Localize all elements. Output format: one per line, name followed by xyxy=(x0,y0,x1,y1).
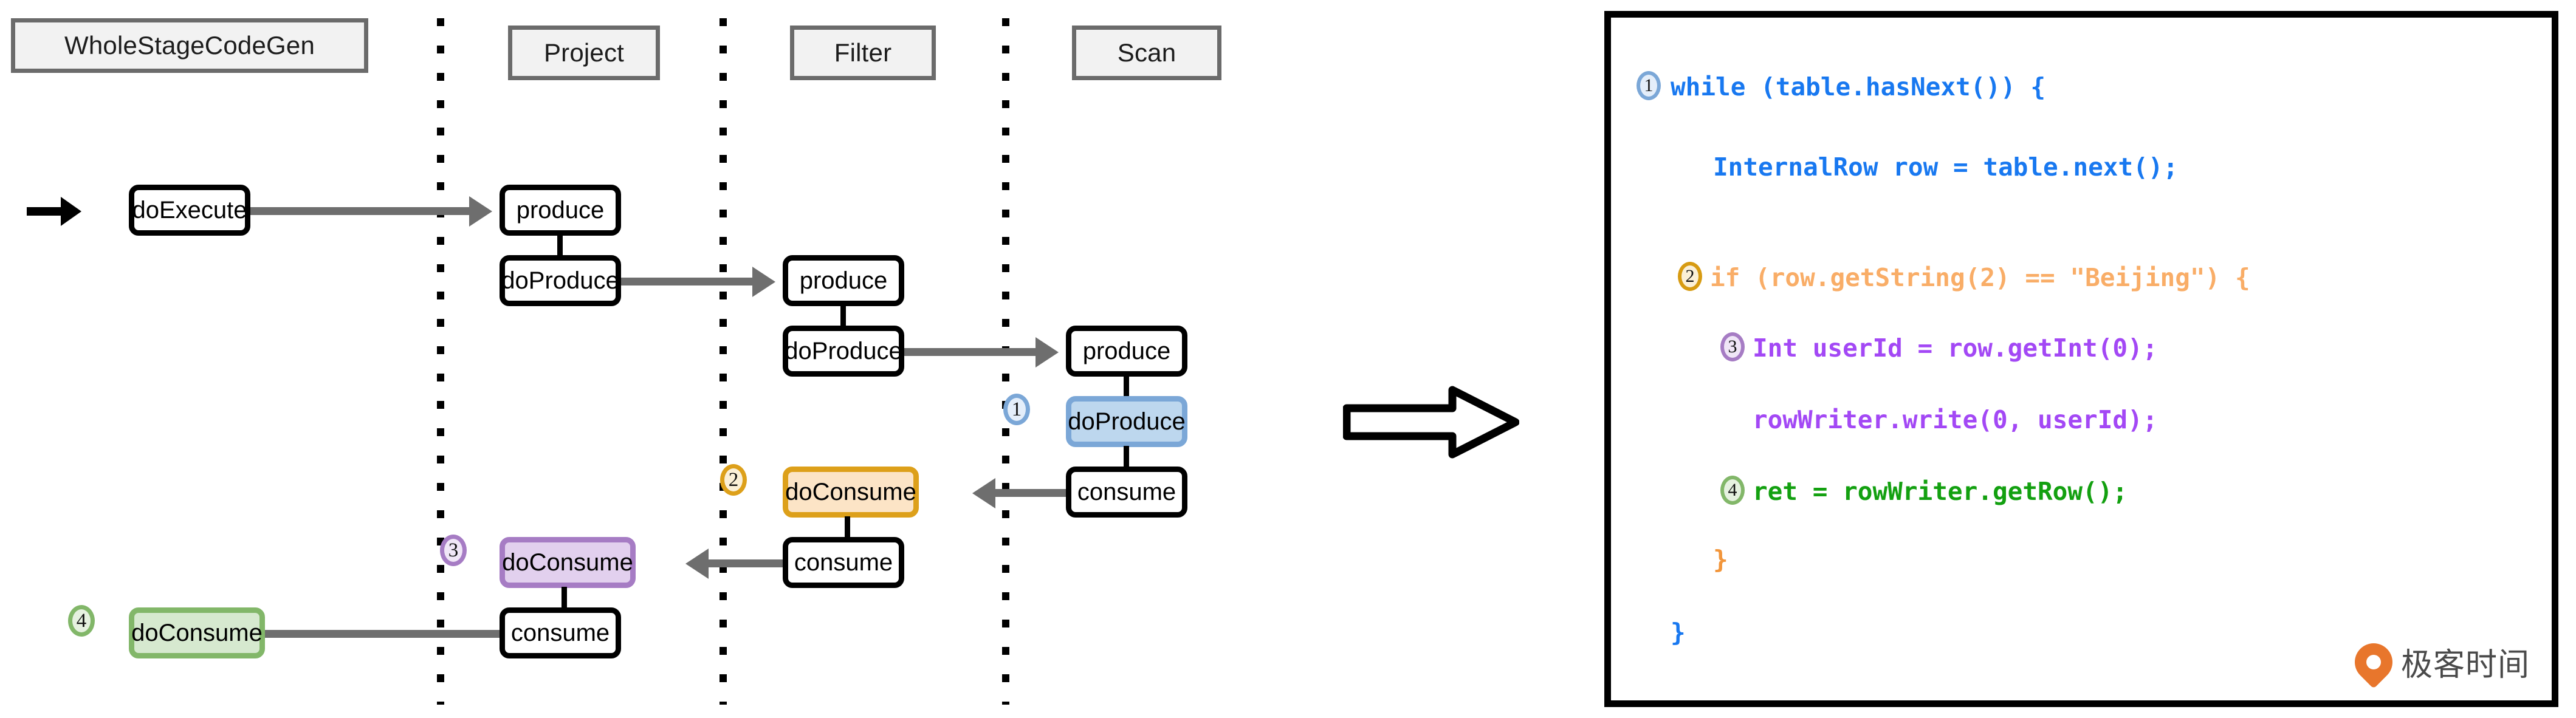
link-project-doconsume-consume xyxy=(562,587,567,609)
marker-4: 4 xyxy=(68,605,95,637)
link-filter-doconsume-consume xyxy=(845,516,850,538)
marker-label: 3 xyxy=(448,539,459,561)
entry-arrow-shaft xyxy=(27,207,62,216)
geektime-logo-text: 极客时间 xyxy=(2400,647,2530,683)
node-doexecute[interactable]: doExecute xyxy=(129,185,250,236)
node-label: consume xyxy=(510,619,610,646)
node-label: produce xyxy=(1082,337,1171,364)
arrow-project-doproduce-to-filter-produce-shaft xyxy=(621,278,752,285)
node-project-consume[interactable]: consume xyxy=(500,607,621,658)
node-label: doProduce xyxy=(1068,408,1186,435)
lane-separator-3 xyxy=(1002,18,1009,705)
code-marker-label: 4 xyxy=(1728,480,1737,500)
arrow-project-doproduce-to-filter-produce-head xyxy=(752,267,775,297)
code-marker-3: 3 xyxy=(1720,332,1745,361)
node-label: produce xyxy=(799,267,888,294)
marker-label: 2 xyxy=(728,468,739,491)
geektime-watermark-logo: 极客时间 xyxy=(2347,635,2530,689)
column-header-label: WholeStageCodeGen xyxy=(64,31,315,60)
node-label: doExecute xyxy=(132,196,247,224)
geektime-logo-mark-icon xyxy=(2347,635,2400,689)
node-filter-doconsume-highlighted[interactable]: doConsume xyxy=(783,467,919,518)
code-line-5: rowWriter.write(0, userId); xyxy=(1753,405,2158,434)
code-line-7: } xyxy=(1713,545,1728,574)
code-line-8: } xyxy=(1671,618,1686,647)
node-label: produce xyxy=(516,196,605,224)
code-line-3: if (row.getString(2) == "Beijing") { xyxy=(1710,263,2250,292)
node-filter-produce[interactable]: produce xyxy=(783,255,904,306)
node-filter-doproduce[interactable]: doProduce xyxy=(783,326,904,377)
column-header-wholestagecodegen: WholeStageCodeGen xyxy=(11,18,368,73)
code-marker-2: 2 xyxy=(1678,262,1702,291)
code-line-4: Int userId = row.getInt(0); xyxy=(1753,333,2158,363)
code-marker-1: 1 xyxy=(1637,71,1661,100)
column-header-filter: Filter xyxy=(790,26,936,80)
column-header-label: Project xyxy=(543,38,625,67)
marker-label: 4 xyxy=(76,609,87,632)
node-project-produce[interactable]: produce xyxy=(500,185,621,236)
node-label: consume xyxy=(794,549,893,576)
callflow-diagram: WholeStageCodeGen Project Filter Scan do… xyxy=(11,18,1221,705)
column-header-label: Filter xyxy=(834,38,892,67)
marker-2: 2 xyxy=(720,464,747,496)
node-label: doProduce xyxy=(785,337,902,364)
column-header-scan: Scan xyxy=(1072,26,1221,80)
arrow-doexecute-to-produce-shaft xyxy=(250,207,469,215)
code-line-2: InternalRow row = table.next(); xyxy=(1713,152,2179,182)
link-scan-doproduce-consume xyxy=(1124,446,1129,468)
code-marker-label: 1 xyxy=(1644,75,1654,95)
node-scan-doproduce-highlighted[interactable]: doProduce xyxy=(1066,396,1187,447)
marker-label: 1 xyxy=(1011,398,1022,420)
code-marker-label: 3 xyxy=(1728,337,1737,357)
arrow-filter-consume-to-project-doconsume-head xyxy=(685,549,709,579)
node-label: doConsume xyxy=(131,619,263,646)
node-project-doproduce[interactable]: doProduce xyxy=(500,255,621,306)
code-line-1: while (table.hasNext()) { xyxy=(1671,72,2046,101)
arrow-doexecute-to-produce-head xyxy=(469,196,492,227)
marker-1: 1 xyxy=(1003,394,1030,425)
lane-separator-1 xyxy=(437,18,444,705)
lane-separator-2 xyxy=(720,18,727,705)
column-header-label: Scan xyxy=(1117,38,1176,67)
node-project-doconsume-highlighted[interactable]: doConsume xyxy=(500,537,636,588)
arrow-filter-consume-to-project-doconsume-shaft xyxy=(709,559,783,567)
entry-arrow-head xyxy=(61,197,81,226)
code-marker-label: 2 xyxy=(1685,266,1695,286)
node-scan-produce[interactable]: produce xyxy=(1066,326,1187,377)
arrow-filter-doproduce-to-scan-produce-head xyxy=(1036,337,1059,368)
block-arrow-right-icon xyxy=(1342,383,1520,465)
node-label: consume xyxy=(1077,478,1176,505)
arrow-filter-doproduce-to-scan-produce-shaft xyxy=(904,348,1036,356)
arrow-scan-consume-to-filter-doconsume-head xyxy=(972,478,995,508)
node-filter-consume[interactable]: consume xyxy=(783,537,904,588)
marker-3: 3 xyxy=(440,535,467,566)
arrow-scan-consume-to-filter-doconsume-shaft xyxy=(995,489,1066,497)
link-filter-produce-doproduce xyxy=(840,305,846,327)
node-label: doProduce xyxy=(501,267,619,294)
column-header-project: Project xyxy=(508,26,660,80)
node-scan-consume[interactable]: consume xyxy=(1066,467,1187,518)
link-project-produce-doproduce xyxy=(557,234,563,256)
code-line-6: ret = rowWriter.getRow(); xyxy=(1753,477,2128,506)
node-label: doConsume xyxy=(502,549,633,576)
node-label: doConsume xyxy=(785,478,916,505)
generated-code-panel: 1 while (table.hasNext()) { InternalRow … xyxy=(1604,11,2558,707)
code-marker-4: 4 xyxy=(1720,476,1745,505)
node-wholestagecodegen-doconsume-highlighted[interactable]: doConsume xyxy=(129,607,265,658)
link-scan-produce-doproduce xyxy=(1124,375,1129,397)
